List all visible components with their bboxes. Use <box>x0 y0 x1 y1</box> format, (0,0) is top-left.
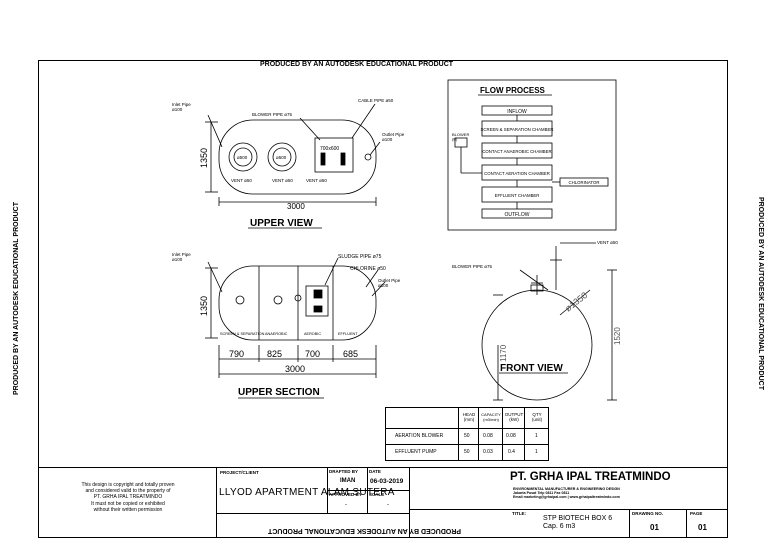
table-header-qty: QTY (unit) <box>531 412 543 422</box>
us-sludge-pipe-label: SLUDGE PIPE ø75 <box>338 254 382 260</box>
table-row-2-output: 0.4 <box>508 449 515 455</box>
drafted-label: DRAFTED BY <box>329 469 358 474</box>
us-height-dim: 1350 <box>199 296 209 316</box>
table-row-2-qty: 1 <box>535 449 538 455</box>
uv-blower-pipe-label: BLOWER PIPE ø75 <box>252 112 293 117</box>
drafted-by: IMAN <box>340 478 356 484</box>
table-header-head: HEAD (mm) <box>462 412 476 422</box>
approved-by: - <box>345 502 347 508</box>
date-value: 06-03-2019 <box>370 478 404 485</box>
watermark-top: PRODUCED BY AN AUTODESK EDUCATIONAL PROD… <box>260 61 454 68</box>
flow-process-title: FLOW PROCESS <box>480 86 546 95</box>
uv-vent2-label: VENT ø50 <box>272 178 293 183</box>
us-total-dim: 3000 <box>285 364 305 374</box>
flow-process-box <box>447 79 617 231</box>
us-chamber-3: AEROBIC <box>304 332 321 336</box>
flow-chlorinator-label: CHLORINATOR <box>569 180 600 185</box>
us-chamber-4: EFFLUENT <box>338 332 358 336</box>
page-number: 01 <box>698 523 707 532</box>
fv-vent-label: VENT ø50 <box>597 240 618 245</box>
page-label: PAGE <box>690 511 703 516</box>
uv-height-dim: 1350 <box>199 148 209 168</box>
us-dim-2: 825 <box>267 349 282 359</box>
uv-vent1-label: VENT ø50 <box>231 178 252 183</box>
manhole-2 <box>267 142 297 172</box>
approved-label: APPROVED BY <box>329 492 362 497</box>
copyright-notice: This design is copyright and totally pro… <box>81 482 175 513</box>
fv-h2-dim: 1520 <box>613 327 622 345</box>
date-label: DATE <box>369 469 381 474</box>
us-dim-4: 685 <box>343 349 358 359</box>
drawing-no-label: DRAWING NO. <box>632 511 663 516</box>
uv-manhole1-label: ø500 <box>237 155 248 160</box>
hatch-700x600 <box>314 137 354 173</box>
table-row-1-name: AERATION BLOWER <box>395 433 444 439</box>
front-view-title: FRONT VIEW <box>500 363 563 374</box>
us-chamber-2: ANAEROBIC <box>265 332 288 336</box>
us-chlorine-label: CHLORINE ø50 <box>350 266 386 272</box>
table-header-output: OUTPUT (kW) <box>504 412 524 422</box>
project-name: LLYOD APARTMENT ALAM SUTERA <box>219 487 395 498</box>
table-row-2-head: 50 <box>464 449 470 455</box>
flow-step-2: SCREEN & SEPARATION CHAMBER <box>481 127 554 132</box>
upper-section-tank <box>218 265 377 341</box>
table-row-1-head: 50 <box>464 433 470 439</box>
uv-cable-pipe-label: CABLE PIPE ø50 <box>358 98 394 103</box>
scale-value: - <box>387 502 389 508</box>
title-block: This design is copyright and totally pro… <box>38 467 728 538</box>
table-row-1-output: 0.08 <box>506 433 516 439</box>
flow-step-5: EFFLUENT CHAMBER <box>495 193 540 198</box>
us-chamber-1: SCREEN & SEPARATION <box>220 332 265 336</box>
equipment-table: HEAD (mm) CAPACITY (m3/min) OUTPUT (kW) … <box>385 407 565 461</box>
table-row-1-qty: 1 <box>535 433 538 439</box>
uv-manhole2-label: ø500 <box>276 155 287 160</box>
uv-hatch-label: 700x600 <box>320 146 339 152</box>
flow-blower-label: BLOWER(B) <box>452 132 469 142</box>
table-header-capacity: CAPACITY (m3/min) <box>481 412 501 422</box>
fv-blower-pipe-label: BLOWER PIPE ø75 <box>452 264 493 269</box>
fv-h1-dim: 1170 <box>499 344 508 362</box>
table-row-2-capacity: 0.03 <box>483 449 493 455</box>
uv-vent3-label: VENT ø50 <box>306 178 327 183</box>
upper-view-tank <box>218 119 377 195</box>
upper-view-title: UPPER VIEW <box>250 218 313 229</box>
scale-label: SCALE <box>369 492 385 497</box>
flow-step-4: CONTACT AERATION CHAMBER <box>484 171 550 176</box>
us-dim-3: 700 <box>305 349 320 359</box>
drawing-title: STP BIOTECH BOX 6 Cap. 6 m3 <box>543 515 613 530</box>
title-label: TITLE: <box>512 511 526 516</box>
table-row-2-name: EFFLUENT PUMP <box>395 449 437 455</box>
table-row-1-capacity: 0.08 <box>483 433 493 439</box>
company-name: PT. GRHA IPAL TREATMINDO <box>510 471 671 483</box>
project-label: PROJECT/CLIENT <box>220 470 259 475</box>
us-dim-1: 790 <box>229 349 244 359</box>
upper-section-title: UPPER SECTION <box>238 387 320 398</box>
company-subtitle: ENVIRONMENTAL MANUFACTURER & ENGINEERING… <box>513 487 620 500</box>
flow-step-3: CONTACT ANAEROBIC CHAMBER <box>482 149 551 154</box>
manhole-1 <box>228 142 258 172</box>
uv-length-dim: 3000 <box>287 202 305 211</box>
flow-step-6: OUTFLOW <box>505 212 530 218</box>
flow-step-1: INFLOW <box>507 109 527 115</box>
fv-diameter-label: ø1350 <box>563 290 589 314</box>
drawing-no: 01 <box>650 523 659 532</box>
